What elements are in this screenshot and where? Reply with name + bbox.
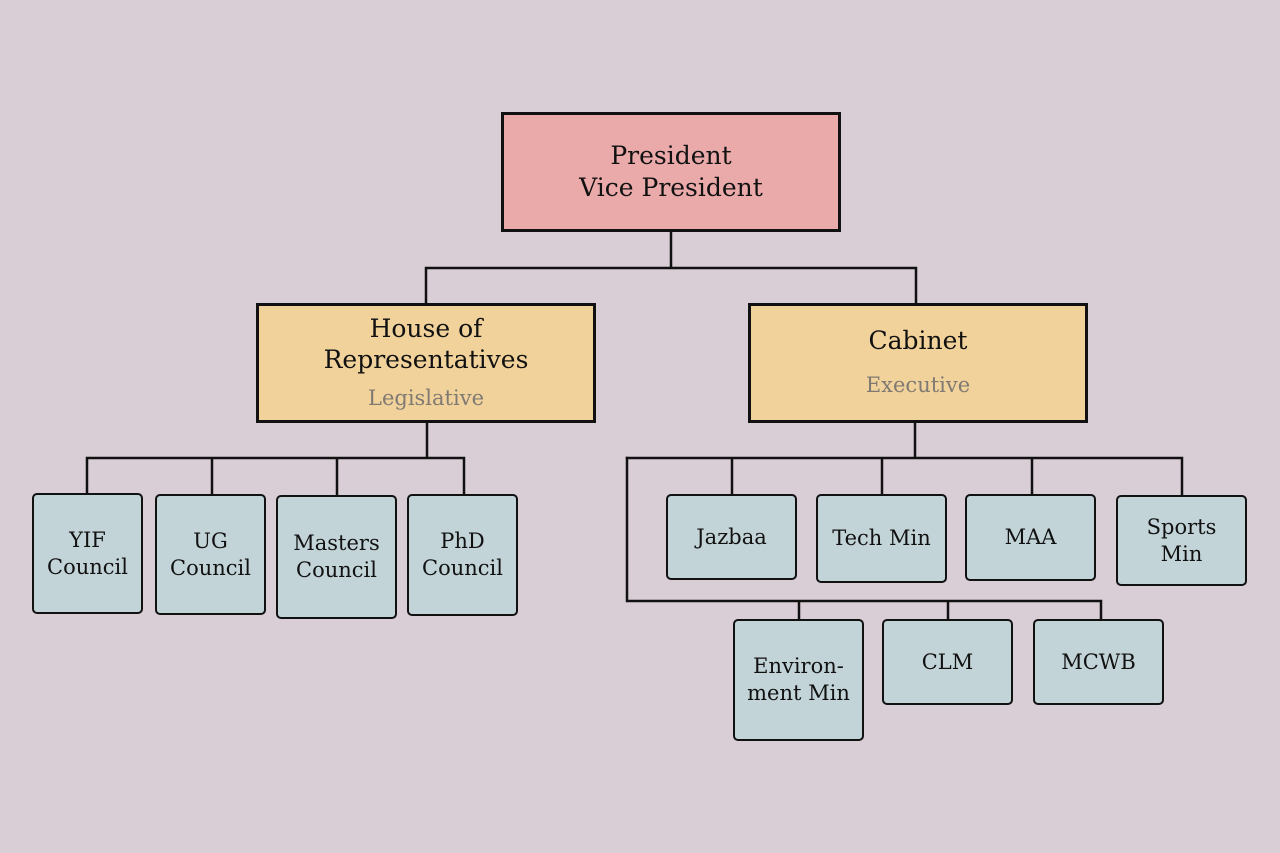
ministry-sports-min: Sports Min — [1116, 495, 1247, 586]
connector-top-to-branches — [424, 230, 918, 305]
ministry-sports-min-line1: Sports — [1146, 514, 1217, 539]
ministry-tech-min: Tech Min — [816, 494, 947, 583]
council-ug-line2: Council — [170, 555, 251, 580]
ministry-mcwb-label: MCWB — [1061, 649, 1136, 674]
ministry-tech-min-label: Tech Min — [832, 526, 931, 550]
council-phd-line1: PhD — [440, 529, 485, 553]
house-of-representatives-box: House of Representatives Legislative — [256, 303, 596, 423]
president-label: President — [610, 141, 732, 170]
ministry-jazbaa-label: Jazbaa — [696, 524, 767, 549]
executive-subtitle: Executive — [865, 373, 971, 397]
ministry-clm: CLM — [882, 619, 1013, 705]
cabinet-title: Cabinet — [868, 326, 968, 355]
council-phd: PhD Council — [407, 494, 518, 616]
council-masters-line2: Council — [296, 558, 377, 582]
house-title-line2: Representatives — [323, 344, 529, 374]
connector-cabinet-to-ministries — [625, 421, 1184, 497]
house-title-line1: House of — [369, 313, 483, 343]
president-box: President Vice President — [501, 112, 841, 232]
ministry-mcwb: MCWB — [1033, 619, 1164, 705]
council-ug-line1: UG — [193, 528, 228, 553]
connector-house-to-councils — [85, 421, 466, 497]
council-yif: YIF Council — [32, 493, 143, 614]
cabinet-box: Cabinet Executive — [748, 303, 1088, 423]
council-phd-line2: Council — [422, 556, 503, 580]
ministry-maa: MAA — [965, 494, 1096, 581]
council-masters-line1: Masters — [293, 531, 380, 555]
ministry-sports-min-line2: Min — [1160, 541, 1203, 566]
vice-president-label: Vice President — [579, 173, 763, 202]
ministry-environment-min-line2: ment Min — [747, 681, 850, 705]
ministry-maa-label: MAA — [1004, 525, 1057, 549]
council-yif-line1: YIF — [69, 527, 106, 552]
council-ug: UG Council — [155, 494, 266, 615]
ministry-clm-label: CLM — [921, 649, 974, 674]
council-yif-line2: Council — [47, 554, 128, 579]
council-masters: Masters Council — [276, 495, 397, 619]
connector-cabinet-to-row2 — [625, 456, 1103, 621]
legislative-subtitle: Legislative — [368, 385, 484, 410]
ministry-jazbaa: Jazbaa — [666, 494, 797, 580]
ministry-environment-min-line1: Environ- — [753, 654, 844, 678]
ministry-environment-min: Environ- ment Min — [733, 619, 864, 741]
